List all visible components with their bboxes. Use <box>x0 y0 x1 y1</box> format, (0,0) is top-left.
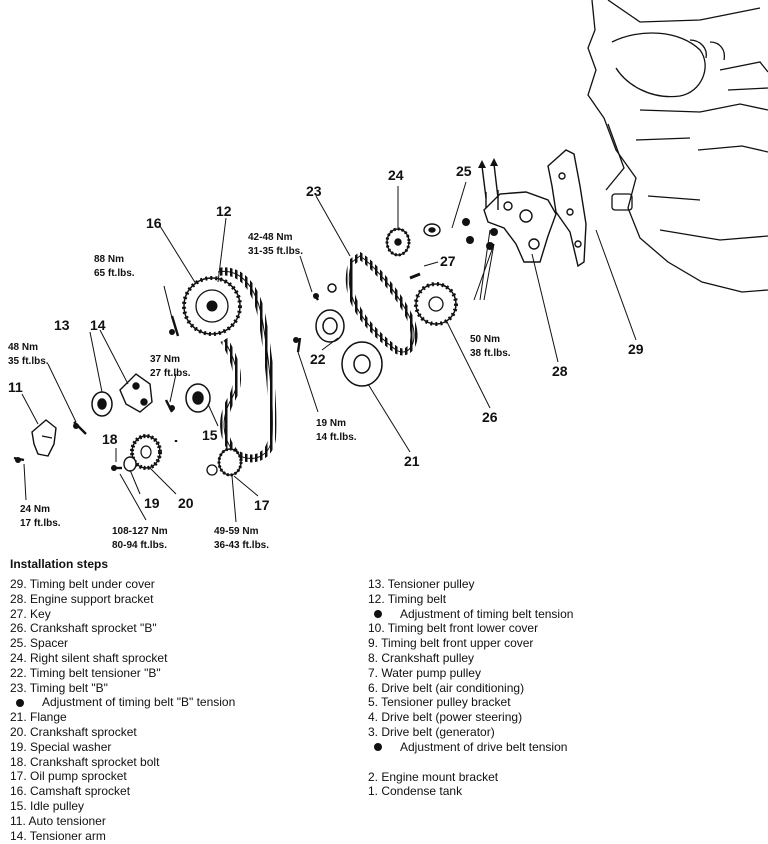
torque-idle-pulley-ftlbs: 27 ft.lbs. <box>150 368 191 379</box>
step-text: Adjustment of timing belt "B" tension <box>42 695 236 710</box>
leader-lines <box>21 181 637 523</box>
torque-auto-tensioner-ftlbs: 17 ft.lbs. <box>20 518 61 529</box>
oil-pump-sprocket <box>206 447 243 477</box>
step-item: 21. Flange <box>10 710 67 725</box>
step-item: 24. Right silent shaft sprocket <box>10 650 168 665</box>
crankshaft-sprocket <box>130 434 162 470</box>
installation-steps-right: 13. Tensioner pulley 12. Timing belt Adj… <box>368 577 573 799</box>
bullet-icon <box>16 698 24 707</box>
step-item: 10. Timing belt front lower cover <box>368 621 539 636</box>
step-item: 25. Spacer <box>10 636 69 651</box>
step-item: 27. Key <box>10 606 51 621</box>
step-item: 19. Special washer <box>10 739 112 754</box>
tensioner-b <box>315 283 345 343</box>
callout-14: 14 <box>90 317 106 333</box>
bracket-bolts <box>462 218 498 250</box>
step-text: Adjustment of drive belt tension <box>400 739 568 754</box>
callout-18: 18 <box>102 431 118 447</box>
step-item: 23. Timing belt "B" <box>10 680 108 695</box>
step-item: Adjustment of timing belt tension <box>368 607 573 622</box>
callout-29: 29 <box>628 341 644 357</box>
torque-tensioner-b-bolt-nm: 42-48 Nm <box>248 232 293 243</box>
torque-tensioner-arm-nm: 48 Nm <box>8 342 38 353</box>
step-item: 3. Drive belt (generator) <box>368 724 495 739</box>
step-item: 9. Timing belt front upper cover <box>368 636 534 651</box>
callout-21: 21 <box>404 453 420 469</box>
installation-steps-left: 29. Timing belt under cover 28. Engine s… <box>10 577 235 843</box>
step-item: 20. Crankshaft sprocket <box>10 724 137 739</box>
key <box>409 272 421 280</box>
step-item: 11. Auto tensioner <box>10 813 106 828</box>
torque-flange-bolt-ftlbs: 14 ft.lbs. <box>316 432 357 443</box>
torque-auto-tensioner-nm: 24 Nm <box>20 504 50 515</box>
torque-crankshaft-bolt-ftlbs: 80-94 ft.lbs. <box>112 540 167 551</box>
torque-tensioner-b-bolt-ftlbs: 31-35 ft.lbs. <box>248 246 303 257</box>
tensioner-pulley <box>91 391 113 417</box>
step-item: 8. Crankshaft pulley <box>368 650 475 665</box>
step-item: 28. Engine support bracket <box>10 591 154 606</box>
step-item: 26. Crankshaft sprocket "B" <box>10 621 157 636</box>
bullet-icon <box>374 609 382 618</box>
callout-11: 11 <box>8 379 23 395</box>
torque-oil-pump-ftlbs: 36-43 ft.lbs. <box>214 540 269 551</box>
callout-20: 20 <box>178 495 194 511</box>
idle-pulley <box>185 383 211 413</box>
callout-27: 27 <box>440 253 456 269</box>
step-item: 7. Water pump pulley <box>368 665 481 680</box>
step-item: Adjustment of drive belt tension <box>368 740 573 755</box>
callout-12: 12 <box>216 203 232 219</box>
torque-camshaft-bolt-ftlbs: 65 ft.lbs. <box>94 268 135 279</box>
torque-flange-bolt-nm: 19 Nm <box>316 418 346 429</box>
spacer <box>423 223 441 237</box>
step-item: 17. Oil pump sprocket <box>10 769 127 784</box>
step-item: 4. Drive belt (power steering) <box>368 710 523 725</box>
callout-13: 13 <box>54 317 70 333</box>
step-item: 16. Camshaft sprocket <box>10 784 131 799</box>
callout-22: 22 <box>310 351 326 367</box>
step-item: 29. Timing belt under cover <box>10 577 155 591</box>
torque-tensioner-arm-ftlbs: 35 ft.lbs. <box>8 356 49 367</box>
step-item: 5. Tensioner pulley bracket <box>368 695 511 710</box>
step-item: 18. Crankshaft sprocket bolt <box>10 754 160 769</box>
callout-24: 24 <box>388 167 404 183</box>
step-item: 13. Tensioner pulley <box>368 577 475 591</box>
callout-16: 16 <box>146 215 162 231</box>
torque-idle-pulley-nm: 37 Nm <box>150 354 180 365</box>
step-item: 15. Idle pulley <box>10 798 85 813</box>
torque-camshaft-bolt-nm: 88 Nm <box>94 254 124 265</box>
silent-shaft-sprocket <box>385 227 411 257</box>
step-item: 6. Drive belt (air conditioning) <box>368 680 525 695</box>
step-item: Adjustment of timing belt "B" tension <box>10 695 235 710</box>
timing-belt-diagram: 29 28 27 26 25 24 23 22 21 20 19 18 17 1… <box>8 0 768 551</box>
step-text: Adjustment of timing belt tension <box>400 606 574 621</box>
callout-19: 19 <box>144 495 160 511</box>
step-item: 1. Condense tank <box>368 784 463 799</box>
torque-crankshaft-bolt-nm: 108-127 Nm <box>112 526 168 537</box>
callout-15: 15 <box>202 427 218 443</box>
torque-bracket-bolts-ftlbs: 38 ft.lbs. <box>470 348 511 359</box>
callout-17: 17 <box>254 497 270 513</box>
torque-oil-pump-nm: 49-59 Nm <box>214 526 259 537</box>
step-item: 22. Timing belt tensioner "B" <box>10 665 161 680</box>
crankshaft-sprocket-b <box>414 282 458 326</box>
bolt-heads <box>15 158 498 471</box>
special-washer <box>123 456 137 472</box>
engine-block <box>587 0 768 293</box>
bullet-icon <box>374 743 382 752</box>
callout-25: 25 <box>456 163 472 179</box>
torque-bracket-bolts-nm: 50 Nm <box>470 334 500 345</box>
camshaft-sprocket <box>182 276 242 336</box>
installation-steps-title: Installation steps <box>10 557 109 571</box>
flange <box>341 341 383 387</box>
auto-tensioner <box>31 419 57 457</box>
step-item: 12. Timing belt <box>368 591 447 606</box>
step-item: 2. Engine mount bracket <box>368 769 499 784</box>
callout-28: 28 <box>552 363 568 379</box>
callout-23: 23 <box>306 183 322 199</box>
step-item: 14. Tensioner arm <box>10 828 106 843</box>
callout-26: 26 <box>482 409 498 425</box>
tensioner-arm <box>119 373 153 413</box>
timing-belt-under-cover <box>547 149 587 268</box>
engine-support-bracket <box>481 163 557 263</box>
